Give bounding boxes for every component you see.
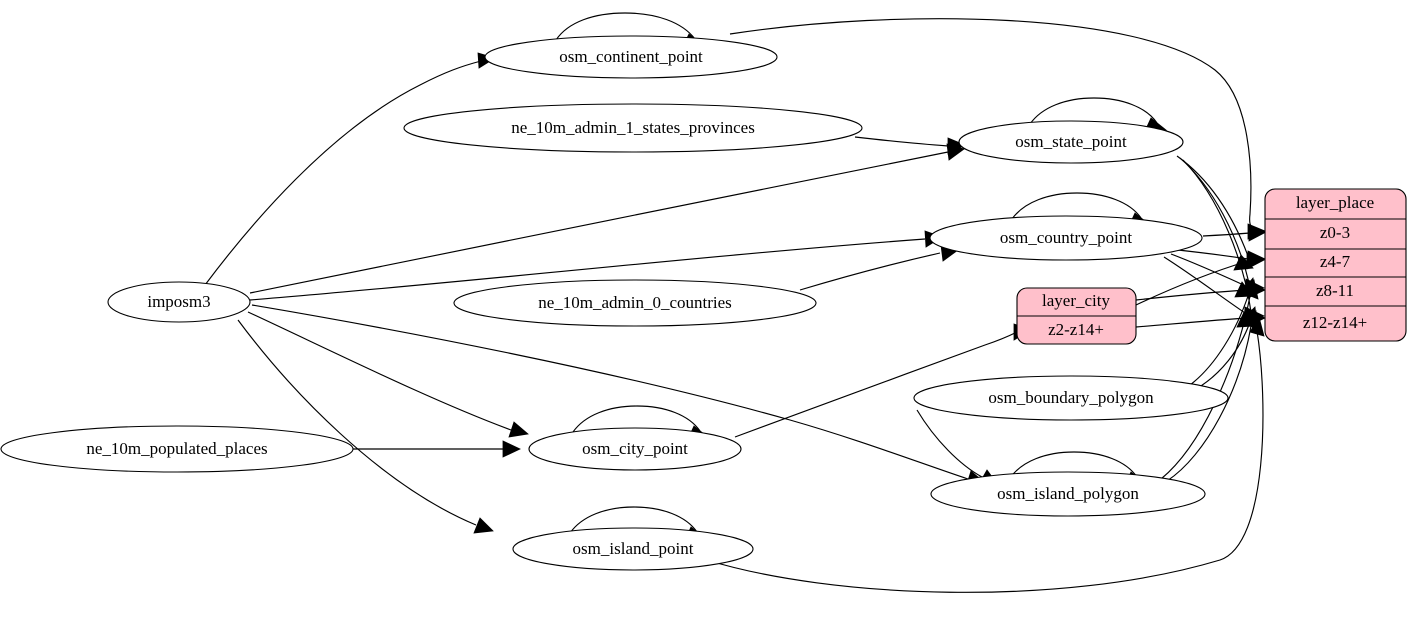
node-osm_country_point-label: osm_country_point bbox=[1000, 228, 1132, 247]
edge-ne_10m_populated_places-to-osm_city_point bbox=[353, 440, 521, 458]
node-osm_continent_point-label: osm_continent_point bbox=[559, 47, 703, 66]
node-osm_state_point[interactable]: osm_state_point bbox=[958, 120, 1184, 164]
node-osm_island_point-label: osm_island_point bbox=[573, 539, 694, 558]
record-layer_place-row-z8-11[interactable]: z8-11 bbox=[1316, 281, 1354, 300]
edge-imposm3-to-osm_continent_point bbox=[204, 52, 496, 286]
edge-imposm3-to-osm_island_point bbox=[237, 319, 494, 534]
node-osm_country_point[interactable]: osm_country_point bbox=[929, 215, 1203, 261]
edge-imposm3-to-osm_city_point bbox=[247, 311, 529, 438]
node-ne_10m_populated_places-label: ne_10m_populated_places bbox=[86, 439, 267, 458]
node-ne_10m_populated_places[interactable]: ne_10m_populated_places bbox=[0, 425, 354, 473]
node-ne_10m_admin_0_countries-label: ne_10m_admin_0_countries bbox=[538, 293, 732, 312]
node-osm_island_polygon-label: osm_island_polygon bbox=[997, 484, 1139, 503]
edge-osm_state_point-to-layer_place-z4-7 bbox=[1176, 155, 1254, 271]
record-layer_city-row-z2-z14[interactable]: z2-z14+ bbox=[1048, 320, 1104, 339]
node-ne_10m_admin_0_countries[interactable]: ne_10m_admin_0_countries bbox=[453, 279, 817, 327]
node-imposm3-label: imposm3 bbox=[147, 292, 210, 311]
record-layer_place-row-z4-7[interactable]: z4-7 bbox=[1320, 252, 1351, 271]
edge-layer_city-to-layer_place-z4-7 bbox=[1135, 252, 1265, 306]
edge-imposm3-to-osm_state_point bbox=[249, 143, 965, 294]
edge-osm_boundary_polygon-to-osm_island_polygon bbox=[916, 409, 999, 486]
node-osm_continent_point[interactable]: osm_continent_point bbox=[484, 35, 778, 79]
node-layer: imposm3 ne_10m_populated_places ne_10m_a… bbox=[0, 35, 1229, 571]
record-layer_place[interactable]: layer_place z0-3 z4-7 z8-11 z12-z14+ bbox=[1264, 188, 1407, 342]
edge-osm_island_point-to-layer_place-z12-z14 bbox=[706, 315, 1265, 593]
record-layer_place-row-z0-3[interactable]: z0-3 bbox=[1320, 223, 1350, 242]
record-layer_city-header: layer_city bbox=[1042, 291, 1110, 310]
record-layer: layer_city z2-z14+ layer_place z0-3 z4-7… bbox=[1016, 188, 1407, 345]
edge-ne_10m_admin_1_states_provinces-to-osm_state_point bbox=[854, 136, 966, 155]
edge-osm_country_point-to-layer_place-z0-3 bbox=[1202, 224, 1267, 242]
edge-osm_state_point-to-layer_place-z8-11 bbox=[1179, 157, 1254, 298]
node-osm_city_point[interactable]: osm_city_point bbox=[528, 427, 742, 471]
node-osm_boundary_polygon[interactable]: osm_boundary_polygon bbox=[913, 375, 1229, 421]
node-imposm3[interactable]: imposm3 bbox=[107, 281, 251, 323]
node-osm_state_point-label: osm_state_point bbox=[1015, 132, 1127, 151]
node-osm_island_polygon[interactable]: osm_island_polygon bbox=[930, 471, 1206, 517]
node-osm_boundary_polygon-label: osm_boundary_polygon bbox=[988, 388, 1154, 407]
record-layer_place-row-z12-z14[interactable]: z12-z14+ bbox=[1303, 313, 1367, 332]
node-osm_city_point-label: osm_city_point bbox=[582, 439, 688, 458]
record-layer_place-header: layer_place bbox=[1296, 193, 1374, 212]
node-ne_10m_admin_1_states_provinces-label: ne_10m_admin_1_states_provinces bbox=[511, 118, 755, 137]
node-ne_10m_admin_1_states_provinces[interactable]: ne_10m_admin_1_states_provinces bbox=[403, 103, 863, 153]
record-layer_city[interactable]: layer_city z2-z14+ bbox=[1016, 287, 1137, 345]
edge-ne_10m_admin_0_countries-to-osm_country_point bbox=[799, 244, 959, 291]
node-osm_island_point[interactable]: osm_island_point bbox=[512, 527, 754, 571]
